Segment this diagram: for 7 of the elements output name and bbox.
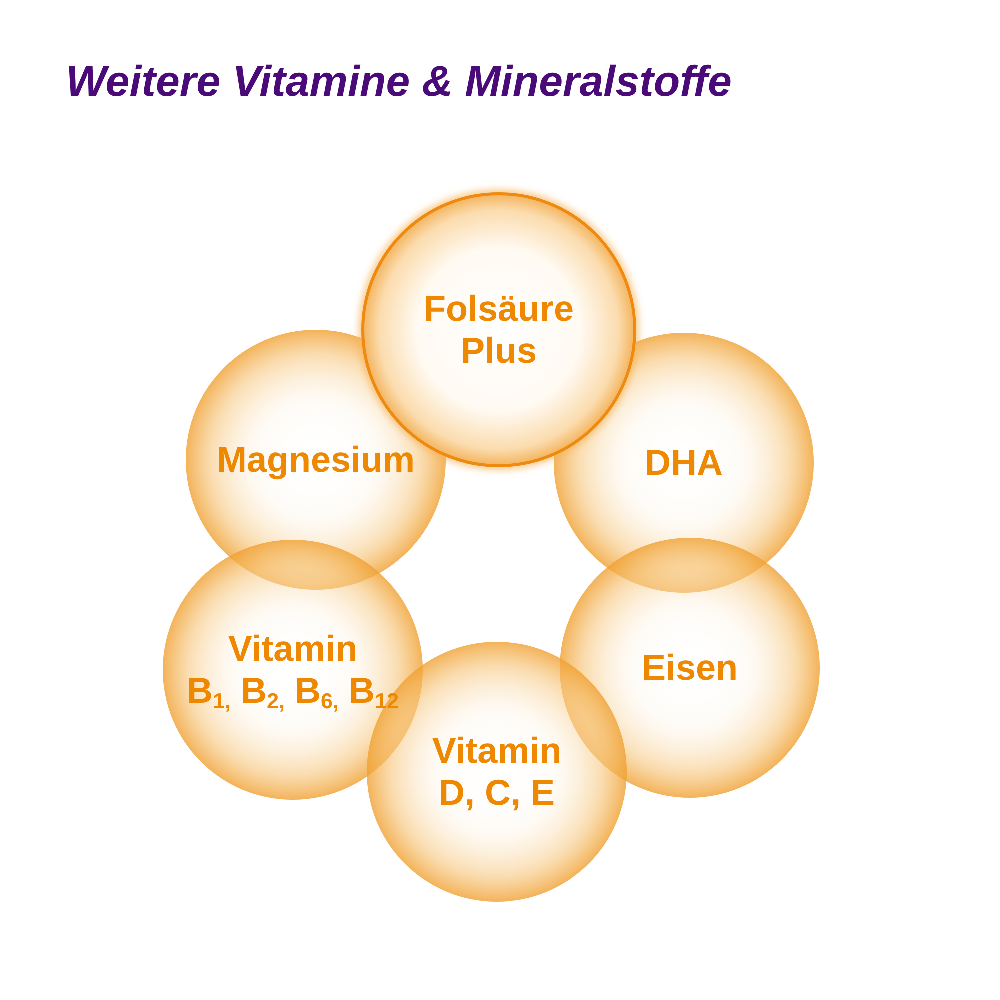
diagram-title: Weitere Vitamine & Mineralstoffe — [66, 58, 732, 107]
node-label: Vitamin D, C, E — [431, 730, 563, 814]
node-label: DHA — [644, 442, 724, 484]
node-label: Magnesium — [216, 439, 416, 481]
node-label: Folsäure Plus — [422, 288, 576, 372]
node-label: Eisen — [640, 647, 740, 689]
circle-node — [560, 538, 820, 798]
